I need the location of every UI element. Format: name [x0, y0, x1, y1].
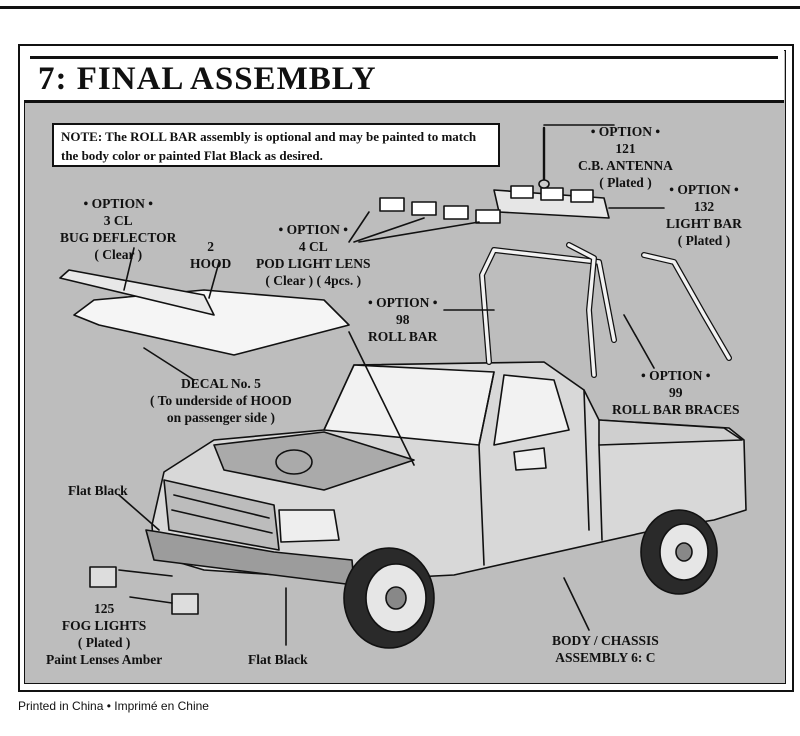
label-roll-bar-braces: • OPTION • 99 ROLL BAR BRACES	[612, 367, 740, 418]
label-line: 132	[693, 199, 715, 214]
page-top-edge	[0, 0, 800, 9]
label-line: DECAL No. 5	[180, 376, 261, 391]
label-line: • OPTION •	[590, 124, 661, 139]
label-bug-deflector: • OPTION • 3 CL BUG DEFLECTOR ( Clear )	[60, 195, 176, 263]
label-line: 98	[395, 312, 410, 327]
label-fog-lights: 125 FOG LIGHTS ( Plated ) Paint Lenses A…	[46, 600, 162, 668]
label-line: 3 CL	[103, 213, 133, 228]
label-line: on passenger side )	[166, 410, 275, 425]
label-line: ( Clear )	[94, 247, 143, 262]
label-body-chassis: BODY / CHASSIS ASSEMBLY 6: C	[552, 632, 659, 666]
label-line: ( Clear ) ( 4pcs. )	[265, 273, 362, 288]
truck-assembly-illustration	[59, 124, 747, 649]
label-line: ROLL BAR	[368, 329, 438, 344]
label-cb-antenna: • OPTION • 121 C.B. ANTENNA ( Plated )	[578, 123, 673, 191]
label-line: ASSEMBLY 6: C	[555, 650, 656, 665]
label-light-bar: • OPTION • 132 LIGHT BAR ( Plated )	[666, 181, 742, 249]
label-line: 121	[615, 141, 636, 156]
label-pod-light-lens: • OPTION • 4 CL POD LIGHT LENS ( Clear )…	[256, 221, 371, 289]
label-line: POD LIGHT LENS	[256, 256, 371, 271]
outer-frame	[18, 44, 794, 692]
label-line: • OPTION •	[83, 196, 153, 211]
label-line: ( To underside of HOOD	[150, 393, 292, 408]
label-line: BUG DEFLECTOR	[60, 230, 177, 245]
label-line: 2	[207, 239, 214, 254]
label-line: BODY / CHASSIS	[552, 633, 659, 648]
page-title: 7: FINAL ASSEMBLY	[38, 61, 377, 97]
label-line: ( Plated )	[677, 233, 731, 248]
label-line: Flat Black	[68, 483, 128, 498]
label-line: 125	[94, 601, 115, 616]
label-flat-black-bumper: Flat Black	[248, 651, 308, 668]
label-roll-bar: • OPTION • 98 ROLL BAR	[368, 294, 437, 345]
label-line: • OPTION •	[669, 182, 739, 197]
label-line: ( Plated )	[599, 175, 652, 190]
label-hood: 2 HOOD	[190, 238, 231, 272]
label-line: 4 CL	[298, 239, 328, 254]
label-line: Paint Lenses Amber	[46, 652, 163, 667]
label-line: • OPTION •	[368, 295, 438, 310]
label-line: LIGHT BAR	[666, 216, 742, 231]
title-rule	[30, 56, 778, 59]
label-line: Flat Black	[248, 652, 308, 667]
assembly-note: NOTE: The ROLL BAR assembly is optional …	[52, 123, 500, 167]
label-line: C.B. ANTENNA	[578, 158, 673, 173]
label-line: 99	[669, 385, 683, 400]
label-line: HOOD	[190, 256, 232, 271]
printed-in-footer: Printed in China • Imprimé en Chine	[18, 699, 209, 713]
label-line: ( Plated )	[77, 635, 131, 650]
label-flat-black-grille: Flat Black	[68, 482, 128, 499]
label-decal: DECAL No. 5 ( To underside of HOOD on pa…	[150, 375, 292, 426]
label-line: ROLL BAR BRACES	[612, 402, 740, 417]
label-line: FOG LIGHTS	[61, 618, 147, 633]
label-line: • OPTION •	[278, 222, 348, 237]
label-line: • OPTION •	[641, 368, 711, 383]
